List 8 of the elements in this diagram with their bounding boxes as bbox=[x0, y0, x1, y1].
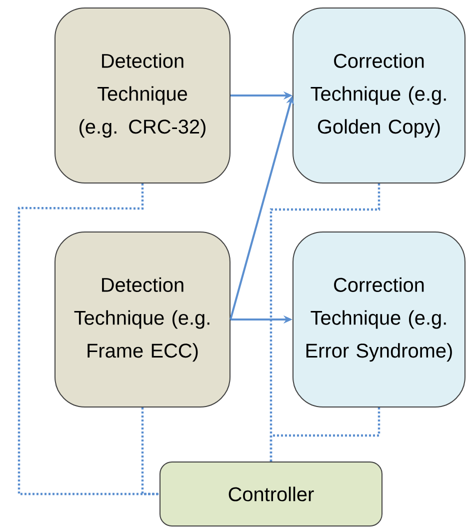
correction-box: Correction Technique (e.g. Golden Copy) bbox=[292, 8, 466, 184]
controller-box: Controller bbox=[160, 462, 382, 526]
correction-box: Correction Technique (e.g. Error Syndrome) bbox=[292, 232, 466, 408]
connector-line bbox=[141, 408, 160, 496]
connector-line bbox=[270, 408, 380, 462]
connector-line bbox=[18, 184, 160, 496]
detection-box: Detection Technique (e.g. Frame ECC) bbox=[54, 232, 230, 408]
detection-box: Detection Technique (e.g. CRC-32) bbox=[54, 8, 230, 184]
